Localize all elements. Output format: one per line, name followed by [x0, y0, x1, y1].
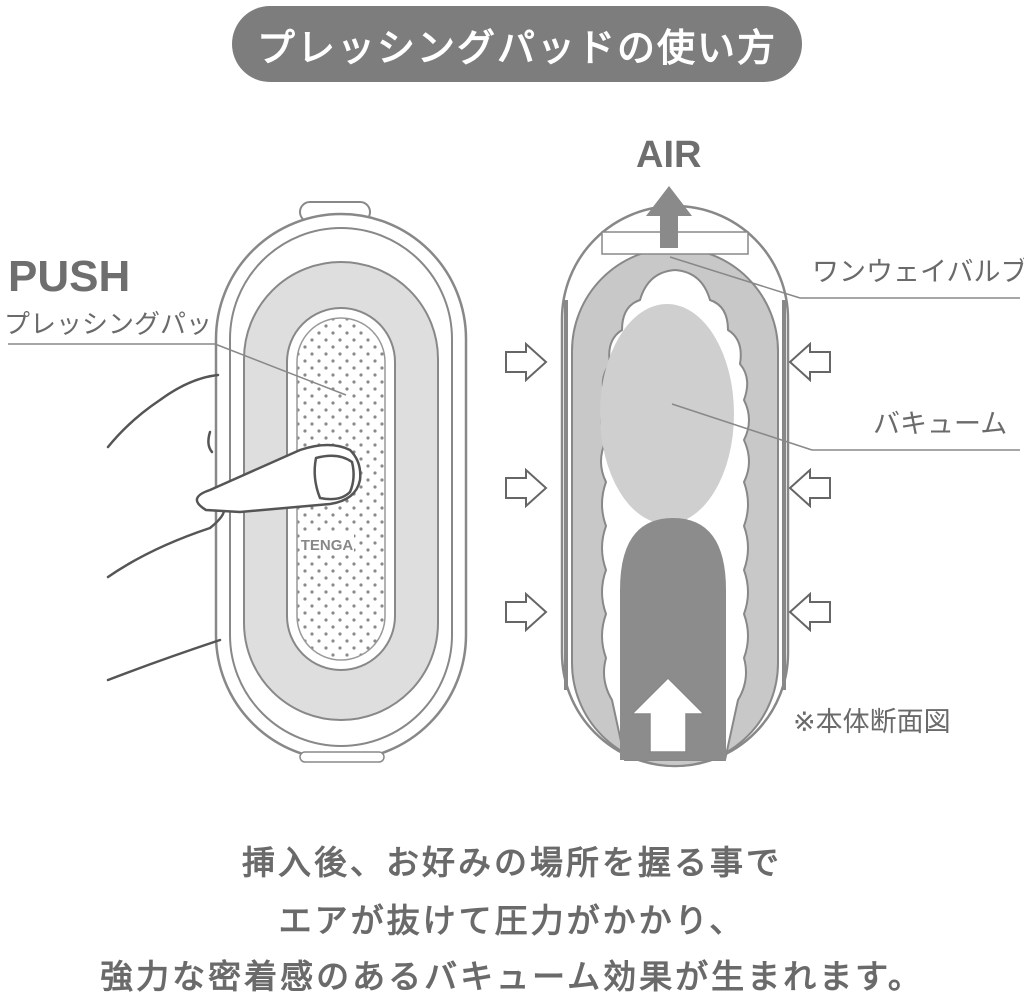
cross-section-note: ※本体断面図 [793, 707, 951, 738]
valve-leader-line [669, 256, 801, 299]
press-arrow-icon [505, 467, 548, 509]
up-arrow-icon [630, 676, 706, 753]
page-title: プレッシングパッドの使い方 [232, 6, 802, 82]
hand-illustration [106, 373, 362, 682]
air-arrow-icon [646, 186, 692, 248]
air-label: AIR [636, 134, 702, 176]
caption-line-2: エアが抜けて圧力がかかり、 [278, 901, 746, 940]
press-arrow-icon [505, 591, 548, 633]
press-arrow-icon [505, 341, 548, 383]
press-arrows [505, 341, 831, 633]
vacuum-label: バキューム [873, 409, 1008, 440]
push-label: PUSH [8, 252, 131, 301]
pressing-pad-label: プレッシングパッド [4, 310, 239, 340]
press-arrow-icon [788, 341, 831, 383]
pad-leader-line-diagonal [214, 343, 347, 396]
vacuum-area [600, 304, 734, 524]
vacuum-leader-line [671, 403, 813, 451]
brand-logo: TENGA [301, 537, 354, 554]
caption-line-1: 挿入後、お好みの場所を握る事で [242, 843, 782, 882]
one-way-valve-label: ワンウェイバルブ [812, 257, 1024, 288]
press-arrow-icon [788, 467, 831, 509]
press-arrow-icon [788, 591, 831, 633]
